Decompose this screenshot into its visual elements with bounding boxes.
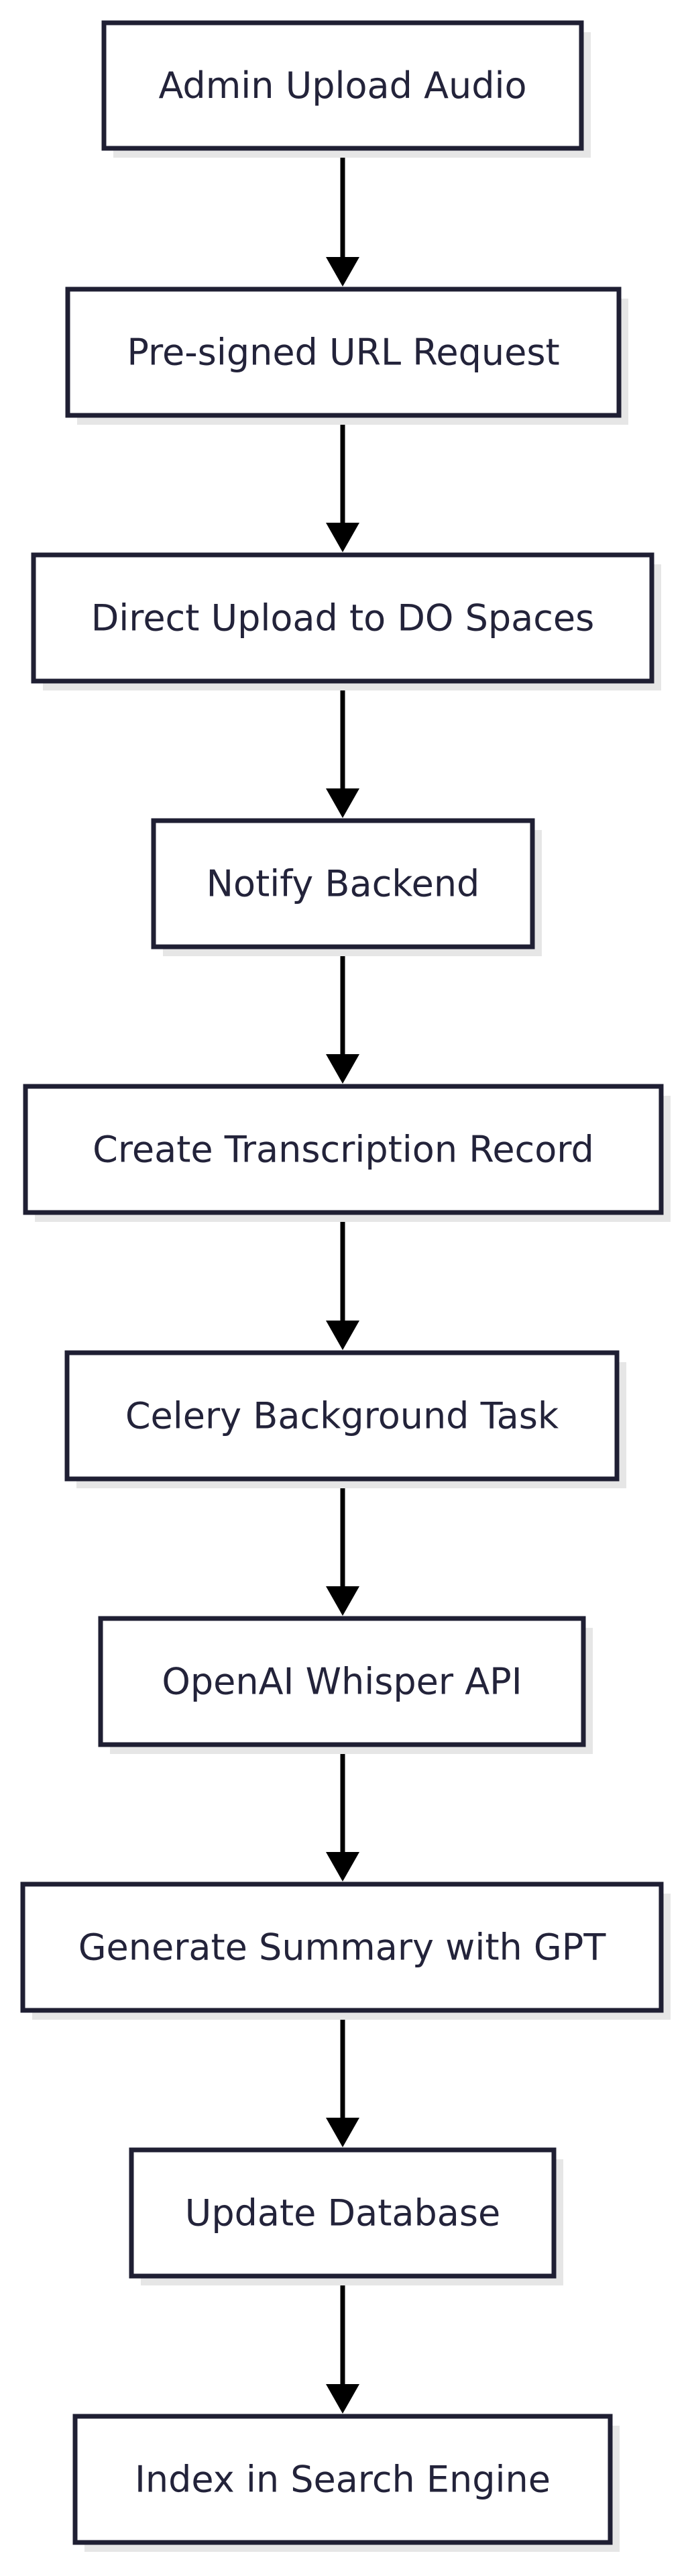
arrow-direct-upload-to-do-spaces-to-notify-backend bbox=[326, 681, 359, 818]
node-box bbox=[129, 2147, 557, 2279]
node-box bbox=[64, 1350, 620, 1482]
node-label: Update Database bbox=[185, 2192, 500, 2234]
arrow-celery-background-task-to-openai-whisper-api bbox=[326, 1479, 359, 1616]
node-index-in-search-engine: Index in Search Engine bbox=[72, 2414, 620, 2552]
node-box bbox=[101, 20, 584, 151]
node-box bbox=[151, 818, 535, 949]
node-box bbox=[65, 287, 622, 418]
node-box bbox=[20, 1882, 664, 2013]
arrowhead-icon bbox=[326, 1586, 359, 1616]
arrow-openai-whisper-api-to-generate-summary-with-gpt bbox=[326, 1745, 359, 1882]
node-pre-signed-url-request: Pre-signed URL Request bbox=[65, 287, 628, 425]
arrow-create-transcription-record-to-celery-background-task bbox=[326, 1213, 359, 1350]
arrowhead-icon bbox=[326, 523, 359, 552]
arrow-admin-upload-audio-to-pre-signed-url-request bbox=[326, 148, 359, 287]
node-label: Admin Upload Audio bbox=[158, 64, 526, 107]
node-admin-upload-audio: Admin Upload Audio bbox=[101, 20, 591, 158]
arrowhead-icon bbox=[326, 1852, 359, 1882]
arrow-update-database-to-index-in-search-engine bbox=[326, 2276, 359, 2414]
node-box bbox=[31, 552, 654, 684]
arrowhead-icon bbox=[326, 257, 359, 287]
arrowhead-icon bbox=[326, 2384, 359, 2414]
node-box bbox=[72, 2414, 613, 2545]
arrowhead-icon bbox=[326, 1054, 359, 1084]
node-label: Pre-signed URL Request bbox=[127, 331, 559, 374]
node-label: OpenAI Whisper API bbox=[162, 1661, 522, 1703]
node-direct-upload-to-do-spaces: Direct Upload to DO Spaces bbox=[31, 552, 661, 690]
node-label: Index in Search Engine bbox=[135, 2459, 551, 2501]
arrowhead-icon bbox=[326, 2118, 359, 2147]
node-label: Direct Upload to DO Spaces bbox=[91, 597, 595, 639]
arrow-generate-summary-with-gpt-to-update-database bbox=[326, 2010, 359, 2147]
node-openai-whisper-api: OpenAI Whisper API bbox=[98, 1616, 593, 1754]
arrow-pre-signed-url-request-to-direct-upload-to-do-spaces bbox=[326, 415, 359, 552]
node-label: Celery Background Task bbox=[125, 1395, 559, 1437]
node-box bbox=[98, 1616, 586, 1747]
node-box bbox=[23, 1084, 664, 1215]
node-label: Notify Backend bbox=[207, 863, 480, 905]
node-label: Generate Summary with GPT bbox=[78, 1926, 607, 1969]
node-notify-backend: Notify Backend bbox=[151, 818, 542, 956]
node-label: Create Transcription Record bbox=[93, 1129, 594, 1171]
arrowhead-icon bbox=[326, 788, 359, 818]
node-update-database: Update Database bbox=[129, 2147, 563, 2285]
node-generate-summary-with-gpt: Generate Summary with GPT bbox=[20, 1882, 671, 2020]
arrow-notify-backend-to-create-transcription-record bbox=[326, 947, 359, 1084]
edges bbox=[326, 148, 359, 2414]
node-create-transcription-record: Create Transcription Record bbox=[23, 1084, 671, 1222]
arrowhead-icon bbox=[326, 1321, 359, 1350]
node-celery-background-task: Celery Background Task bbox=[64, 1350, 626, 1488]
